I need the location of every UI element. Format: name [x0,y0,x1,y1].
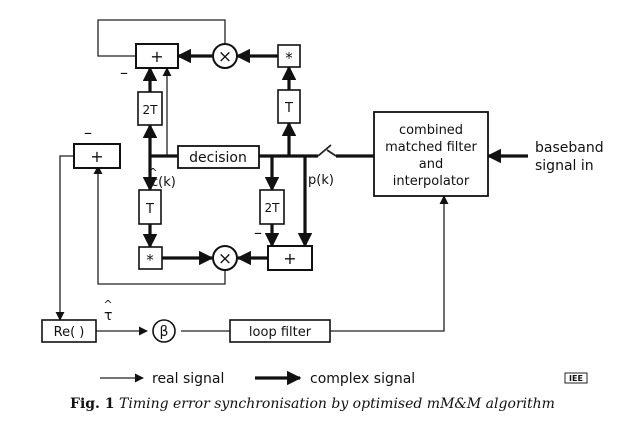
loop-filter-block: loop filter [229,319,331,343]
adder-left: + [73,143,121,169]
re-block: Re( ) [41,319,97,343]
tau-hat-accent: ^ [103,298,112,311]
decision-block: decision [177,145,260,169]
svg-text:×: × [218,249,232,269]
svg-text:matched filter: matched filter [385,140,477,155]
minus-sign-top: – [120,63,128,82]
multiplier-top: × [212,43,238,69]
svg-text:decision: decision [189,150,247,166]
c-hat-accent: ^ [148,166,157,179]
svg-text:T: T [284,101,293,116]
adder-top: + [135,43,179,69]
svg-text:IEE: IEE [569,374,583,383]
beta-gain: β [152,319,176,343]
p-k-label: p(k) [308,173,334,188]
c-hat-label: c(k) [151,175,176,190]
legend-complex-label: complex signal [310,371,415,387]
svg-text:loop filter: loop filter [249,325,312,340]
svg-text:*: * [285,49,293,67]
minus-sign-left: – [84,123,92,142]
svg-text:+: + [150,47,163,66]
input-label-line2: signal in [535,158,594,174]
delay-t-lower: T [138,189,162,225]
legend-real-label: real signal [152,371,224,387]
svg-text:+: + [90,147,103,166]
adder-bottom: + [267,245,313,271]
publisher-logo: IEE [564,372,588,384]
delay-2t-lower: 2T [259,189,285,225]
real-signal-lines [55,19,449,383]
svg-text:×: × [218,47,232,67]
svg-text:Re( ): Re( ) [54,325,85,340]
caption-text: Timing error synchronisation by optimise… [119,396,555,412]
tau-hat-label: τ [104,308,112,324]
multiplier-bottom: × [212,245,238,271]
complex-signal-lines [142,48,528,386]
figure-label: Fig. 1 [70,396,115,412]
input-label-line1: baseband [535,140,604,156]
svg-text:interpolator: interpolator [393,174,470,189]
figure-caption: Fig. 1 Timing error synchronisation by o… [70,396,630,412]
delay-t-upper: T [277,89,301,124]
svg-text:combined: combined [399,123,463,138]
svg-text:β: β [160,324,169,340]
delay-2t-upper: 2T [137,91,163,126]
svg-text:*: * [146,251,154,269]
sampling-switch [317,144,337,157]
svg-text:and: and [419,157,443,172]
svg-text:2T: 2T [265,201,281,215]
matched-filter-interpolator: combined matched filter and interpolator [373,111,489,197]
minus-sign-bottom: – [254,223,262,242]
svg-text:+: + [283,249,296,268]
conjugate-top: * [277,44,301,68]
svg-text:2T: 2T [143,103,159,117]
conjugate-bottom: * [138,246,163,270]
svg-text:T: T [145,202,154,217]
